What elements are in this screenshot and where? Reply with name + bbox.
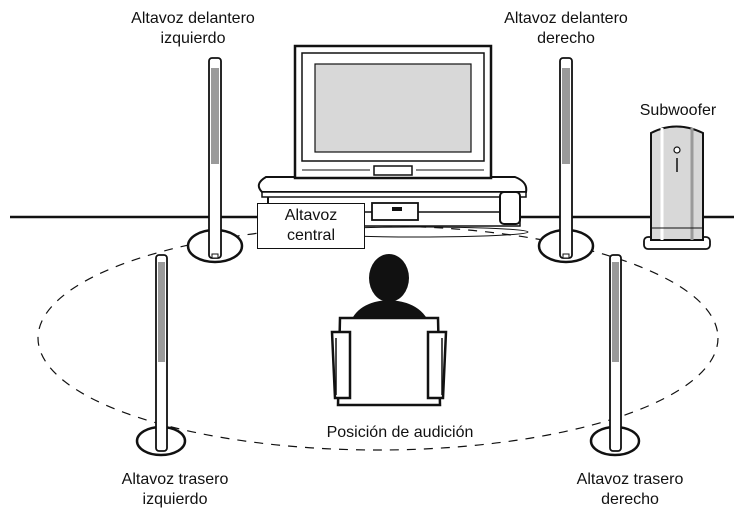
center-speaker-label: Altavoz central	[257, 203, 365, 249]
rear-right-label-line1: Altavoz trasero	[576, 471, 684, 488]
subwoofer-label-text: Subwoofer	[639, 102, 717, 119]
listener-in-chair	[330, 254, 448, 407]
front-right-label-line2: derecho	[537, 30, 595, 47]
rear-left-label-line2: izquierdo	[142, 491, 208, 508]
subwoofer-label: Subwoofer	[628, 101, 728, 121]
rear-left-label-line1: Altavoz trasero	[121, 471, 229, 488]
front-right-speaker-label: Altavoz delantero derecho	[476, 9, 656, 49]
rear-right-speaker-label: Altavoz trasero derecho	[540, 470, 720, 510]
center-label-line1: Altavoz	[284, 207, 338, 224]
av-receiver	[371, 202, 419, 221]
center-label-line2: central	[286, 227, 336, 244]
front-right-speaker	[537, 57, 595, 264]
rear-left-speaker	[135, 254, 187, 457]
front-left-label-line2: izquierdo	[160, 30, 226, 47]
front-left-label-line1: Altavoz delantero	[131, 10, 255, 27]
listening-position-label: Posición de audición	[300, 423, 500, 443]
front-left-speaker	[186, 57, 244, 264]
listening-area-circle	[37, 225, 719, 451]
television	[293, 44, 493, 180]
rear-right-label-line2: derecho	[601, 491, 659, 508]
listening-position-text: Posición de audición	[326, 424, 474, 441]
subwoofer	[643, 125, 711, 250]
front-right-label-line1: Altavoz delantero	[504, 10, 628, 27]
front-left-speaker-label: Altavoz delantero izquierdo	[103, 9, 283, 49]
rear-right-speaker	[589, 254, 641, 457]
rear-left-speaker-label: Altavoz trasero izquierdo	[85, 470, 265, 510]
